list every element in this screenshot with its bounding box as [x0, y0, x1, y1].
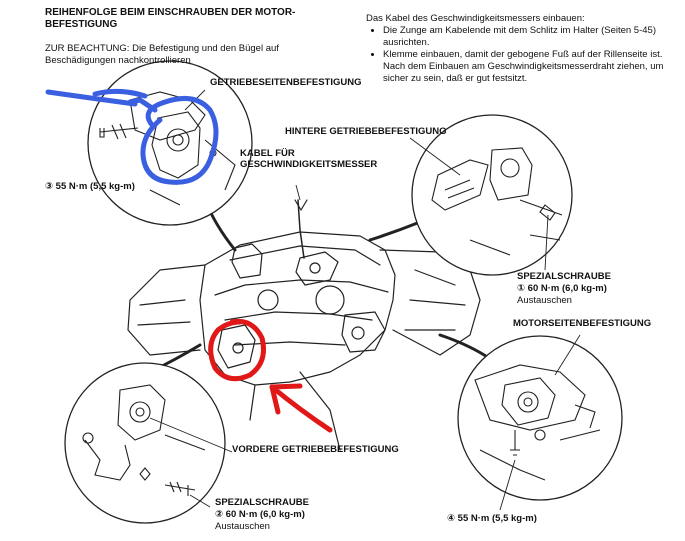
speedometer-cable: [297, 199, 305, 259]
detail-circle-front-mount: [64, 362, 226, 524]
detail-circle-rear-mount: [411, 114, 573, 276]
label-torque-3: ③ 55 N·m (5,5 kg-m): [45, 181, 135, 192]
label-speedometer-cable-2: GESCHWINDIGKEITSMESSER: [240, 159, 378, 170]
label-torque-4: ④ 55 N·m (5,5 kg-m): [447, 513, 537, 524]
cable-bullets: Die Zunge am Kabelende mit dem Schlitz i…: [366, 25, 666, 61]
cable-intro: Das Kabel des Geschwindigkeitsmessers ei…: [366, 13, 585, 24]
label-front-transmission-mount: VORDERE GETRIEBEBEFESTIGUNG: [232, 444, 399, 455]
blue-marker-annotation: [45, 88, 219, 185]
callout-front-mount: [149, 417, 233, 453]
engine-transmission-mount: [231, 243, 263, 279]
engine-side-mount: [341, 311, 386, 353]
note-line-1: ZUR BEACHTUNG: Die Befestigung und den B…: [45, 43, 279, 54]
leader-engine-side: [438, 333, 494, 362]
callout-special-bolt-rear: [544, 214, 549, 271]
inspection-note: ZUR BEACHTUNG: Die Befestigung und den B…: [45, 43, 279, 67]
engine-rear-mount: [295, 251, 339, 286]
label-special-bolt-front: SPEZIALSCHRAUBE: [215, 497, 309, 508]
label-special-bolt-rear: SPEZIALSCHRAUBE: [517, 271, 611, 282]
label-speedometer-cable-1: KABEL FÜR: [240, 148, 295, 159]
label-torque-1: ① 60 N·m (6,0 kg-m): [517, 283, 607, 294]
label-engine-side-mount: MOTORSEITENBEFESTIGUNG: [513, 318, 652, 329]
engine-front-mount: [217, 324, 256, 369]
title-line-2: BEFESTIGUNG: [45, 19, 118, 30]
cable-bullet: Klemme einbauen, damit der gebogene Fuß …: [383, 49, 666, 61]
cable-bullet: Die Zunge am Kabelende mit dem Schlitz i…: [383, 25, 666, 49]
label-torque-2: ② 60 N·m (6,0 kg-m): [215, 509, 305, 520]
cable-instructions: Das Kabel des Geschwindigkeitsmessers ei…: [366, 13, 666, 85]
callout-rear-mount: [409, 137, 461, 176]
title-line-1: REIHENFOLGE BEIM EINSCHRAUBEN DER MOTOR-: [45, 7, 296, 18]
callout-engine-side: [554, 334, 581, 376]
label-replace-front: Austauschen: [215, 521, 270, 532]
label-transmission-side-mount: GETRIEBESEITENBEFESTIGUNG: [210, 77, 362, 88]
label-rear-transmission-mount: HINTERE GETRIEBEBEFESTIGUNG: [285, 126, 447, 137]
detail-circle-engine-side: [457, 335, 623, 501]
note-line-2: Beschädigungen nachkontrollieren: [45, 55, 191, 66]
page-title: REIHENFOLGE BEIM EINSCHRAUBEN DER MOTOR-…: [45, 7, 295, 31]
callout-torque-4: [499, 459, 516, 511]
callout-special-bolt-front: [189, 494, 211, 508]
red-marker-annotation: [208, 318, 333, 433]
label-replace-rear: Austauschen: [517, 295, 572, 306]
cable-followup: Nach dem Einbauen am Geschwindigkeitsmes…: [383, 61, 664, 84]
leader-rear-mount: [368, 220, 422, 242]
callout-speedometer-cable: [295, 184, 301, 201]
